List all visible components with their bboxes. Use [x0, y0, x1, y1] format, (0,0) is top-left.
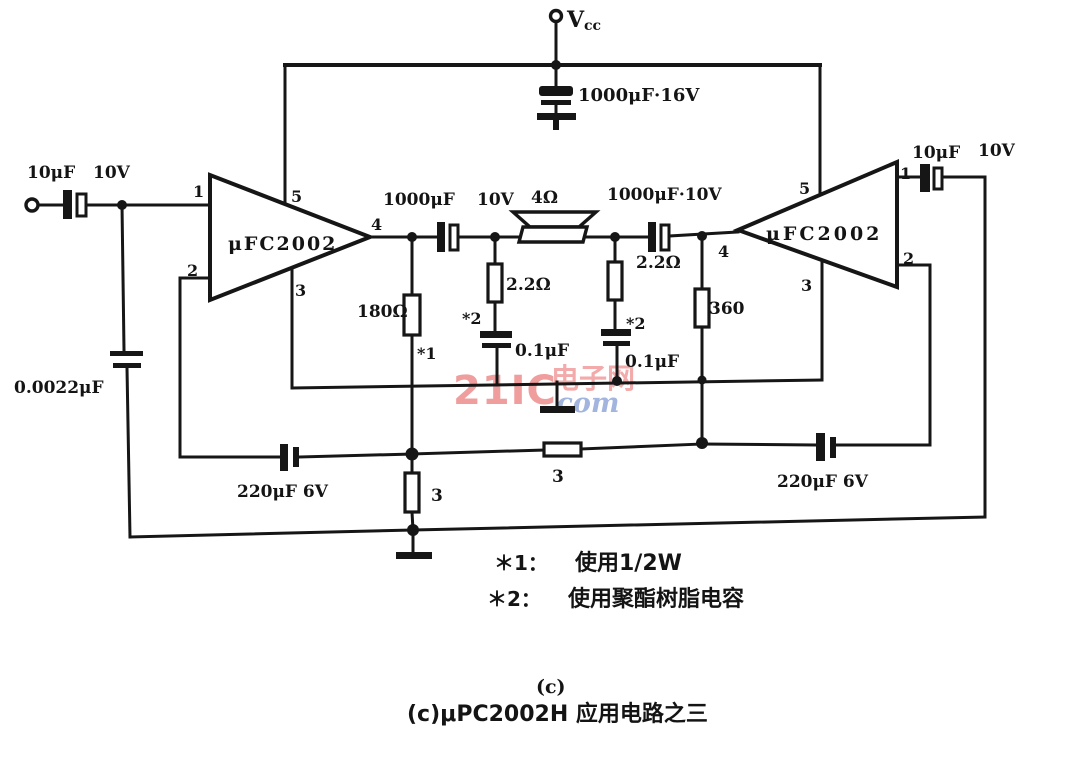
watermark-domain: .com: [547, 388, 619, 419]
left-amp-pin3: 3: [295, 281, 306, 300]
caption-title: (c)μPC2002H 应用电路之三: [407, 701, 708, 727]
resistor-360-body: [693, 287, 711, 329]
resistor-3-horizontal-body: [542, 441, 583, 458]
right-feedback-cap-label: 220μF 6V: [777, 472, 869, 492]
cap-feedback-right-220uF: [816, 433, 836, 461]
left-feedback-resistor-label: 180Ω: [357, 302, 408, 322]
capacitors: [63, 86, 944, 471]
input-terminal: [24, 197, 40, 213]
cap-right-input-10uF: [920, 164, 944, 192]
vcc-label: V: [566, 7, 585, 33]
cap-supply-1000uF16V: [539, 86, 573, 105]
right-zobel-cap-label: 0.1μF: [625, 352, 679, 372]
input-cap-value-label: 10μF: [27, 163, 75, 183]
right-output-cap-label: 1000μF·10V: [607, 185, 722, 205]
cap-zobel-left-01uF: [480, 331, 512, 348]
left-amp-pin4: 4: [371, 215, 382, 234]
right-zobel-resistor-label: 2.2Ω: [636, 253, 681, 273]
ground-symbol-bottom: [396, 552, 432, 559]
supply-cap-label: 1000μF·16V: [578, 85, 700, 106]
resistor-180-body: [402, 293, 422, 337]
cap-lowpass-0022uF: [110, 351, 143, 368]
note2-text: 使用聚酯树脂电容: [567, 586, 744, 612]
cap-zobel-right-01uF: [601, 329, 631, 346]
left-zobel-cap-label: 0.1μF: [515, 341, 569, 361]
ground-symbols: [396, 113, 576, 559]
right-input-cap-value: 10μF: [912, 143, 960, 163]
note1-marker: ＊1：: [494, 551, 548, 575]
amplifiers: [208, 158, 899, 303]
resistor-zobel-left-body: [486, 262, 504, 304]
cap-input-10uF: [63, 190, 88, 219]
cap-left-output-1000uF: [437, 222, 460, 252]
input-cap-voltage-label: 10V: [93, 163, 131, 183]
terminals: [24, 8, 564, 213]
labels: V cc 1000μF·16V 10μF 10V 0.0022μF μFC200…: [14, 7, 1016, 727]
cap-right-output-1000uF: [648, 222, 671, 252]
left-amp-pin5: 5: [291, 187, 302, 206]
left-amp-pin2: 2: [187, 261, 198, 280]
right-feedback-resistor-label: 360: [709, 299, 745, 319]
gain-resistor-label: 3: [431, 486, 443, 506]
left-amp-triangle: [208, 172, 376, 303]
left-feedback-note: *1: [417, 344, 437, 363]
note2-marker: ＊2：: [487, 587, 541, 611]
speaker-symbol: [508, 210, 601, 244]
speaker-impedance-label: 4Ω: [531, 188, 558, 208]
junction-dots: [117, 60, 708, 536]
left-amp-pin1: 1: [193, 182, 204, 201]
left-zobel-resistor-label: 2.2Ω: [506, 275, 551, 295]
left-output-cap-voltage: 10V: [477, 190, 515, 210]
note1-text: 使用1/2W: [574, 551, 682, 576]
right-amp-pin5: 5: [799, 179, 810, 198]
left-output-cap-value: 1000μF: [383, 190, 455, 210]
right-amp-pin3: 3: [801, 276, 812, 295]
right-zobel-note: *2: [626, 314, 646, 333]
resistors: [402, 260, 711, 514]
vcc-terminal: [548, 8, 564, 24]
right-amp-triangle: [732, 158, 899, 290]
cap-feedback-left-220uF: [280, 444, 299, 471]
right-amp-pin4: 4: [718, 242, 729, 261]
bridge-resistor-label: 3: [552, 467, 564, 487]
left-feedback-cap-label: 220μF 6V: [237, 482, 329, 502]
lowpass-cap-label: 0.0022μF: [14, 378, 104, 398]
resistor-zobel-right-body: [606, 260, 624, 302]
right-input-cap-voltage: 10V: [978, 141, 1016, 161]
vcc-sub-label: cc: [584, 18, 601, 34]
caption-sub-label: (c): [536, 676, 566, 698]
right-amp-name: μFC2002: [766, 223, 882, 245]
left-zobel-note: *2: [462, 309, 482, 328]
right-amp-pin1: 1: [900, 164, 911, 183]
left-amp-name: μFC2002: [228, 233, 337, 255]
ground-symbol-mid: [540, 406, 575, 413]
right-amp-pin2: 2: [903, 249, 914, 268]
ground-symbol-supply: [537, 113, 576, 130]
watermark-brand: 21IC: [453, 368, 557, 414]
resistor-3-vertical-body: [403, 471, 421, 514]
